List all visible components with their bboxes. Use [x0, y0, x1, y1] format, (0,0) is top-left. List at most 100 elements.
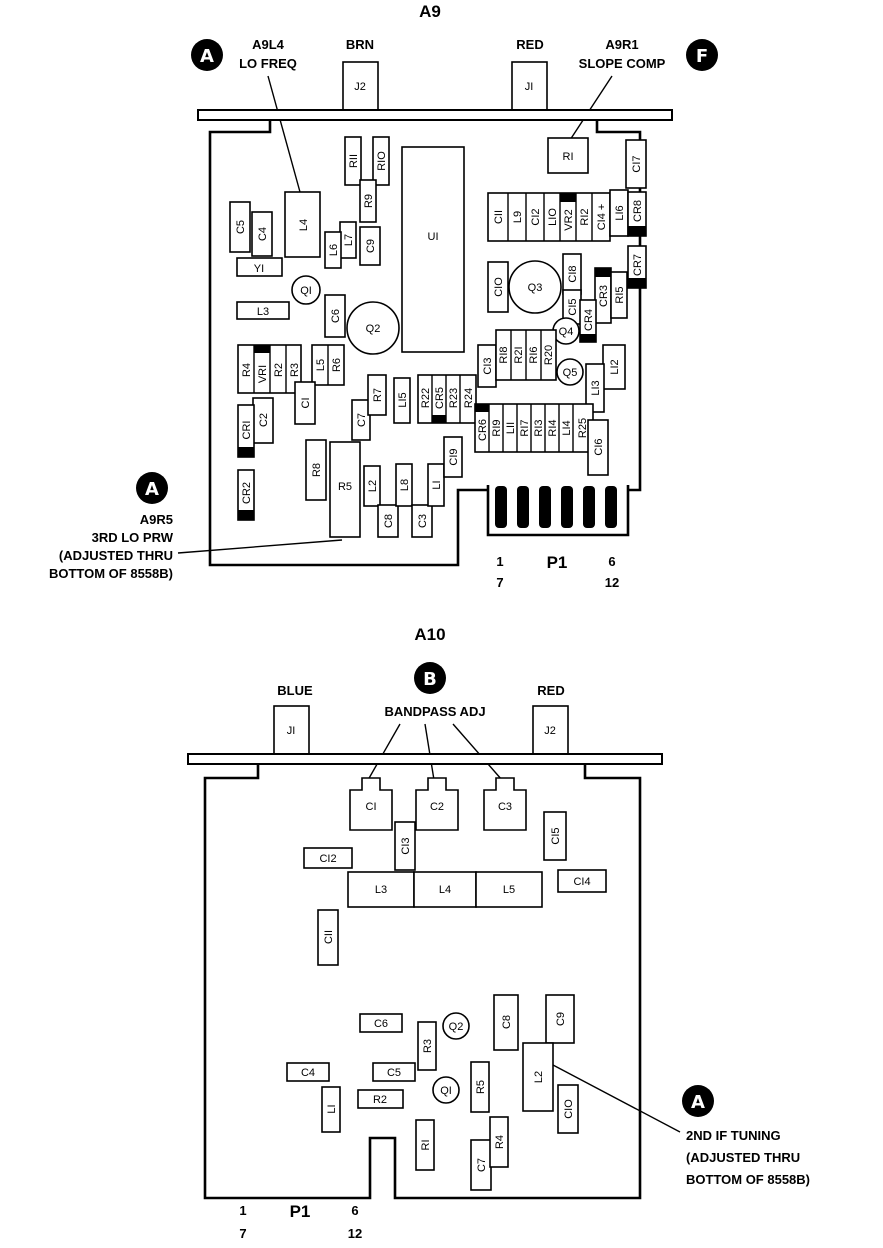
- a9-callout-lo-freq: A A9L4 LO FREQ: [191, 37, 301, 193]
- a9-r20: R20: [543, 345, 555, 365]
- a9-r16: RI6: [528, 346, 540, 363]
- a9-slope-leader: [569, 75, 613, 141]
- a10-c11: CII: [323, 930, 335, 944]
- a9-cr1: CRI: [241, 421, 253, 440]
- a9-c18: CI8: [567, 265, 579, 282]
- a9-c19: CI9: [448, 448, 460, 465]
- a9-l5: L5: [315, 359, 327, 371]
- a10-bandpass-leader-c3: [452, 723, 503, 781]
- a9-r23: R23: [448, 388, 460, 408]
- a9-c5: C5: [235, 220, 247, 234]
- a9-l16: LI6: [614, 205, 626, 220]
- a9-c6: C6: [330, 309, 342, 323]
- a10-r4: R4: [494, 1135, 506, 1149]
- a9-pin-7: 7: [496, 575, 503, 590]
- a9-cable-red: RED: [516, 37, 543, 52]
- a9-title: A9: [419, 2, 441, 21]
- a9-r3: R3: [289, 363, 301, 377]
- a9-c8: C8: [383, 514, 395, 528]
- a10-pin-1: 1: [239, 1203, 246, 1218]
- a9-cable-brn: BRN: [346, 37, 374, 52]
- a10-l4: L4: [439, 884, 451, 896]
- a9-callout-slope-label: SLOPE COMP: [579, 56, 666, 71]
- a9-l4: L4: [298, 219, 310, 231]
- a9-l2: L2: [367, 480, 379, 492]
- a10-badge-b-letter: B: [423, 669, 437, 690]
- a10-c12: CI2: [319, 853, 336, 865]
- a9-callout-prw: A A9R5 3RD LO PRW (ADJUSTED THRU BOTTOM …: [49, 472, 343, 581]
- a9-badge-a-left: [136, 472, 168, 504]
- a9-r11: RII: [348, 154, 360, 168]
- a9-badge-a-top-letter: A: [200, 46, 214, 67]
- a10-q1: QI: [440, 1085, 452, 1097]
- a9-callout-prw-label: 3RD LO PRW: [92, 530, 174, 545]
- a10-if-tuning-leader: [552, 1064, 681, 1133]
- a9-r13: RI3: [533, 419, 545, 436]
- a10-c9: C9: [555, 1012, 567, 1026]
- a9-components: RII RIO R9 C9 L7 L6 UI L4 C5 C4 YI QI L3…: [229, 136, 647, 538]
- a9-c15: CI5: [567, 298, 579, 315]
- a9-badge-a-left-letter: A: [145, 479, 159, 500]
- a10-callout-bandpass-label: BANDPASS ADJ: [384, 704, 485, 719]
- a9-r2: R2: [273, 363, 285, 377]
- a9-l9: L9: [512, 211, 524, 223]
- a9-l11: LII: [505, 422, 517, 434]
- a10-c10: CIO: [563, 1099, 575, 1119]
- a9-c11: CII: [493, 210, 505, 224]
- a9-l12: LI2: [609, 359, 621, 374]
- a9-edge-connector: [486, 485, 630, 537]
- a10-badge-b: [414, 662, 446, 694]
- a9-callout-slope: A9R1 SLOPE COMP F: [569, 37, 718, 141]
- a9-c3: C3: [417, 514, 429, 528]
- a10-r3: R3: [422, 1039, 434, 1053]
- a9-cr7: CR7: [632, 254, 644, 276]
- a10-c8: C8: [501, 1015, 513, 1029]
- a9-lo-freq-leader: [267, 75, 301, 193]
- a10-l1: LI: [326, 1104, 338, 1113]
- a10-badge-a: [682, 1085, 714, 1117]
- a9-cr4: CR4: [583, 309, 595, 331]
- a10-c13: CI3: [400, 837, 412, 854]
- a10-bandpass-leader-c2: [424, 723, 435, 781]
- a10-bandpass-leader-c1: [367, 723, 401, 781]
- a9-r18: RI8: [498, 346, 510, 363]
- a9-q4: Q4: [559, 326, 574, 338]
- a9-callout-lo-freq-ref: A9L4: [252, 37, 285, 52]
- a10-title: A10: [414, 625, 445, 644]
- a10-connector-j1-label: JI: [287, 725, 296, 737]
- a9-r5: R5: [338, 481, 352, 493]
- a9-pin-12: 12: [605, 575, 619, 590]
- a9-r6: R6: [331, 358, 343, 372]
- a9-c7: C7: [356, 413, 368, 427]
- a9-l14: LI4: [561, 420, 573, 435]
- a9-r19: RI9: [491, 419, 503, 436]
- a10-callout-if-tuning-note2: BOTTOM OF 8558B): [686, 1172, 810, 1187]
- a9-r1: RI: [563, 151, 574, 163]
- a9-r10: RIO: [376, 151, 388, 171]
- a9-c10: CIO: [493, 277, 505, 297]
- a10-connector-j2-label: J2: [544, 725, 556, 737]
- a9-r15: RI5: [614, 286, 626, 303]
- a9-r24: R24: [463, 388, 475, 408]
- a10-callout-if-tuning: A 2ND IF TUNING (ADJUSTED THRU BOTTOM OF…: [552, 1064, 810, 1187]
- a9-l8: L8: [399, 479, 411, 491]
- a10-c4: C4: [301, 1067, 315, 1079]
- a10-callout-if-tuning-note1: (ADJUSTED THRU: [686, 1150, 800, 1165]
- a9-r12: RI2: [579, 208, 591, 225]
- a9-prw-leader: [177, 539, 343, 554]
- a9-vr1: VRI: [257, 365, 269, 383]
- a10-l3: L3: [375, 884, 387, 896]
- a9-badge-f-letter: F: [696, 46, 708, 67]
- a10-r2: R2: [373, 1094, 387, 1106]
- a10-components: CI C2 C3 CI3 CI5 CI2 L3 L4 L5 CI4 CII C6…: [286, 777, 607, 1191]
- a9-cr2: CR2: [241, 482, 253, 504]
- a9-pin-1: 1: [496, 554, 503, 569]
- a9-badge-f: [686, 39, 718, 71]
- a9-c2: C2: [258, 413, 270, 427]
- a9-q1: QI: [300, 285, 312, 297]
- a9-l7: L7: [343, 234, 355, 246]
- a9-cr8: CR8: [632, 200, 644, 222]
- a9-cr3: CR3: [598, 285, 610, 307]
- a9-vr2: VR2: [563, 209, 575, 230]
